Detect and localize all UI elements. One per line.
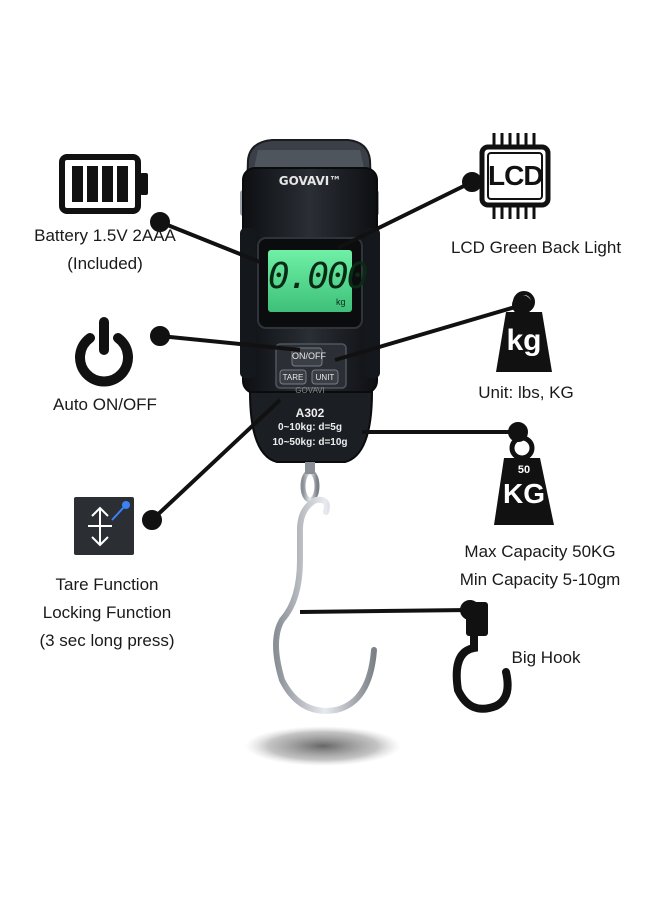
fifty-kg-weight-icon — [494, 435, 554, 525]
kg-weight-icon — [496, 291, 552, 372]
tare-label-line3: (3 sec long press) — [39, 631, 175, 650]
lcd-unit: kg — [336, 297, 346, 307]
device-spec-2: 10~50kg: d=10g — [272, 437, 348, 448]
unit-feature-label: Unit: lbs, KG — [478, 383, 574, 402]
kg-icon-text: kg — [506, 324, 542, 357]
fifty-icon-text: KG — [503, 478, 545, 509]
device-brand-small: GOVAVI — [295, 386, 325, 395]
on-off-button[interactable] — [291, 347, 323, 367]
battery-label-line2: (Included) — [67, 254, 143, 273]
battery-label: Battery 1.5V 2AAA (Included) — [20, 222, 190, 278]
tare-button[interactable] — [279, 369, 307, 385]
fifty-icon-top: 50 — [517, 464, 531, 476]
tare-label-line1: Tare Function — [55, 575, 159, 594]
battery-label-line1: Battery 1.5V 2AAA — [34, 226, 176, 245]
battery-icon — [59, 154, 148, 214]
device-spec-1: 0~10kg: d=5g — [278, 422, 342, 433]
big-hook-icon — [452, 602, 512, 713]
device-brand: GOVAVI™ — [278, 174, 342, 188]
unit-label: UNIT — [315, 373, 335, 382]
lcd-icon-text: LCD — [488, 160, 544, 191]
lcd-screen — [268, 250, 352, 312]
capacity-label-line1: Max Capacity 50KG — [464, 542, 616, 561]
tare-label: TARE — [282, 373, 304, 382]
unit-button[interactable] — [311, 369, 339, 385]
lcd-label: LCD Green Back Light — [450, 238, 622, 257]
tare-feature-label: Tare Function Locking Function (3 sec lo… — [22, 571, 192, 655]
power-icon — [75, 317, 133, 387]
lcd-reading: 0.000 — [268, 256, 368, 297]
lcd-icon — [479, 133, 551, 219]
hook-ring — [300, 469, 320, 503]
on-off-label: ON/OFF — [292, 351, 326, 361]
tare-icon — [74, 497, 134, 555]
capacity-label-line2: Min Capacity 5-10gm — [459, 570, 621, 589]
tare-label-line2: Locking Function — [42, 603, 172, 622]
device-model: A302 — [295, 406, 325, 420]
floor-shadow — [245, 726, 401, 766]
auto-on-off-label: Auto ON/OFF — [53, 395, 157, 414]
big-hook-label: Big Hook — [511, 648, 581, 667]
s-hook — [273, 496, 377, 714]
capacity-label: Max Capacity 50KG Min Capacity 5-10gm — [440, 538, 640, 594]
